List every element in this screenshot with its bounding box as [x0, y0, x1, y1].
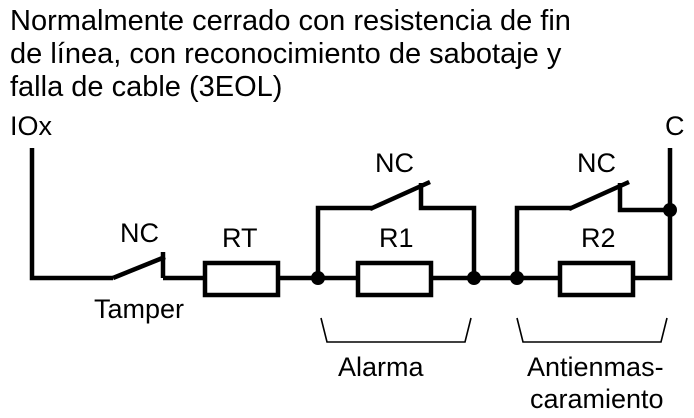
r2-resistor: [557, 260, 636, 298]
wire-r2-bypass-right: [617, 183, 670, 213]
diagram-title: Normalmente cerrado con resistencia de f…: [10, 5, 571, 103]
alarm-bracket: [320, 317, 472, 343]
tamper-nc-label: NC: [120, 218, 159, 248]
title-line-1: Normalmente cerrado con resistencia de f…: [10, 5, 571, 37]
junction-node-4: [663, 203, 677, 217]
title-line-3: falla de cable (3EOL): [10, 71, 282, 103]
rt-resistor: [202, 260, 281, 298]
antimask-group-label-line-1: Antienmas-: [527, 352, 664, 382]
r1-label: R1: [379, 223, 414, 253]
terminal-c-label: C: [665, 111, 685, 141]
wire-r2-to-terminal-c: [633, 148, 673, 281]
r1-resistor: [355, 260, 434, 298]
alarm-group-label: Alarma: [338, 352, 425, 382]
title-line-2: de línea, con reconocimiento de sabotaje…: [10, 38, 562, 70]
wire-iox-to-tamper: [29, 148, 113, 281]
antimask-bracket: [516, 317, 668, 343]
r2-switch-nc-label: NC: [577, 148, 616, 178]
rt-label: RT: [222, 223, 258, 253]
wire-r1-bypass-right: [418, 183, 477, 278]
terminal-iox-label: IOx: [10, 111, 53, 141]
wire-r2-bypass-left: [514, 205, 572, 278]
tamper-label: Tamper: [94, 294, 184, 324]
tamper-switch-blade: [112, 254, 166, 281]
r2-label: R2: [581, 223, 616, 253]
r1-switch-nc-label: NC: [375, 148, 414, 178]
wire-r1-bypass-left: [315, 205, 373, 278]
antimask-group-label-line-2: caramiento: [530, 384, 664, 414]
